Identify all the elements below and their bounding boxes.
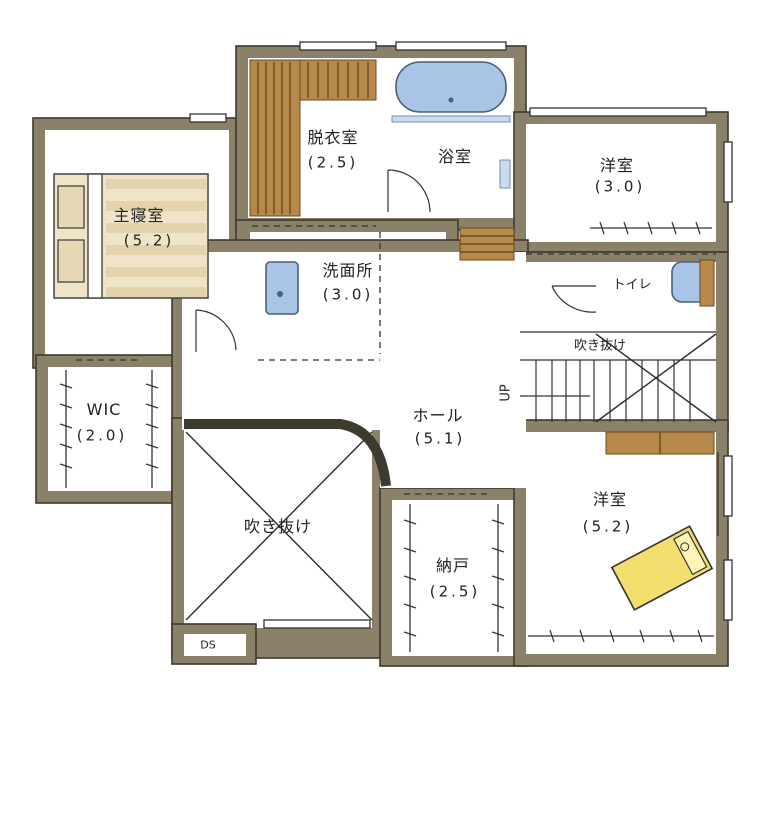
room-size-master-bedroom: (5.2): [123, 231, 175, 250]
stairs: [520, 359, 716, 422]
room-label-void-main: 吹き抜け: [243, 517, 313, 536]
room-size-washroom: (3.0): [322, 285, 374, 304]
room-label-wic: WIC: [86, 400, 122, 419]
room-label-storage: 納戸: [435, 556, 471, 575]
void-marks: [185, 331, 717, 621]
room-label-void-stair: 吹き抜け: [573, 338, 627, 354]
room-size-western-south: (5.2): [582, 517, 634, 536]
fixtures: [265, 61, 715, 315]
room-label-toilet: トイレ: [612, 277, 652, 293]
room-label-hall: ホール: [412, 406, 464, 425]
stair-up-label: UP: [498, 384, 514, 402]
room-size-dressing: (2.5): [307, 153, 359, 172]
room-label-ds: DS: [200, 638, 216, 652]
hall-floor: [182, 252, 526, 488]
room-label-western-north: 洋室: [599, 156, 635, 175]
openings: [76, 225, 716, 495]
room-size-hall: (5.1): [414, 429, 466, 448]
room-label-master-bedroom: 主寝室: [113, 206, 165, 225]
room-label-bath: 浴室: [437, 147, 473, 166]
hangers: [59, 221, 703, 643]
room-size-wic: (2.0): [76, 426, 128, 445]
room-size-storage: (2.5): [429, 582, 481, 601]
master-bed: [53, 173, 209, 299]
windows: [189, 41, 733, 629]
room-label-western-south: 洋室: [592, 490, 628, 509]
hall-curve: [184, 419, 391, 487]
room-label-dressing: 脱衣室: [307, 128, 359, 147]
doors: [195, 169, 597, 352]
small-bed: [610, 525, 714, 611]
room-size-western-north: (3.0): [594, 177, 646, 196]
wood-areas: [249, 59, 715, 455]
room-label-washroom: 洗面所: [322, 261, 374, 280]
